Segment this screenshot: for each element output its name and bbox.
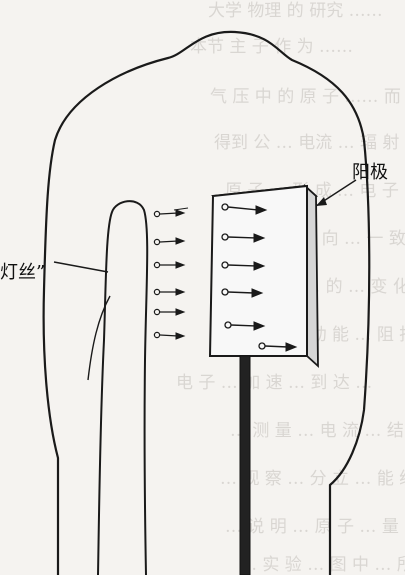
filament-leader-line (53, 261, 109, 273)
background-text-line: 本节 主 子 作 为 …… (190, 37, 353, 57)
filament-lead (87, 295, 111, 381)
anode-label: 阳极 (352, 162, 388, 183)
filament-label: 灯丝” (0, 262, 45, 283)
background-text-line: … 测 量 … 电 流 … 结 果 … (230, 421, 405, 441)
anode-callout (315, 179, 357, 207)
anode-plate (208, 183, 319, 369)
background-text-line: 气 压 中 的 原 子 …… 而 …… 变 明 (210, 87, 405, 107)
glass-envelope (42, 30, 371, 575)
background-text-line: … 观 察 … 分 立 … 能 级 … (220, 469, 405, 489)
filament-electrons (153, 207, 189, 340)
background-text-line: 电 子 … 加 速 … 到 达 … (176, 373, 372, 393)
anode-electrons (221, 203, 298, 352)
anode-support-rod (239, 355, 251, 575)
background-text-line: … 说 明 … 原 子 … 量 子 化 … (225, 517, 405, 537)
background-text-line: … 实 验 … 图 中 … 所 示 … (240, 555, 405, 575)
background-text-line: 得到 公 … 电流 … 辐 射 … (214, 133, 405, 153)
background-text-line: 大学 物理 的 研究 …… (208, 1, 383, 21)
filament (97, 200, 149, 575)
